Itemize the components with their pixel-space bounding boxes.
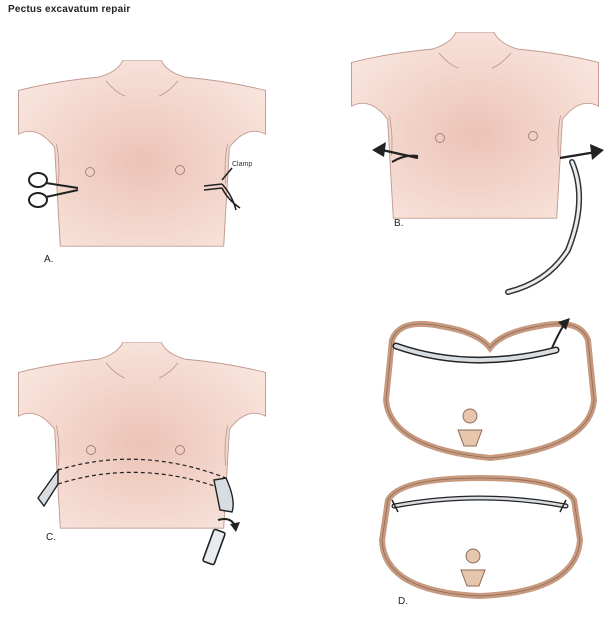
torso-b <box>352 32 599 218</box>
panel-label-a: A. <box>44 254 53 265</box>
cross-section-before <box>386 318 594 458</box>
panel-label-c: C. <box>46 532 56 543</box>
cross-section-after <box>382 478 580 596</box>
arrow-right-icon <box>560 144 604 160</box>
torso-a <box>19 60 266 246</box>
panel-b: B. <box>352 32 605 292</box>
panel-a: Clamp A. <box>19 60 266 265</box>
panel-label-b: B. <box>394 218 403 229</box>
panel-c: C. <box>19 342 266 565</box>
bar-end-left <box>38 470 58 506</box>
panel-d: D. <box>382 318 594 607</box>
clamp-callout: Clamp <box>232 161 252 168</box>
panel-label-d: D. <box>398 596 408 607</box>
